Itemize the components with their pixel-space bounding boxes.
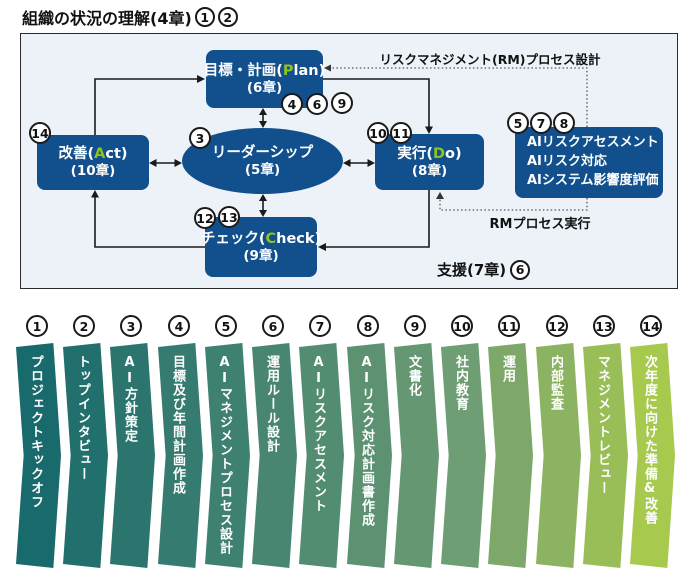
- step-label-4: 目標及び年間計画作成: [170, 355, 185, 495]
- step-label-11: 運用: [500, 355, 515, 383]
- title-badge-2: 2: [217, 7, 238, 27]
- arrowhead-dotted-into-plan-right: [324, 64, 331, 72]
- support-label-group: 支援(7章) 6: [437, 259, 531, 280]
- dotted-rm-design-line: [330, 67, 588, 127]
- step-label-9: 文書化: [406, 355, 421, 397]
- arrowhead-into-act-bottom: [91, 190, 99, 198]
- step-label-2: トップインタビュー: [75, 355, 90, 481]
- step-num-12: 12: [546, 315, 568, 337]
- arrow-check-to-act-line: [94, 196, 205, 248]
- plan-node: 目標・計画(Plan) (6章): [203, 50, 326, 108]
- arrow-act-to-plan-line: [94, 78, 199, 135]
- do-label: 実行(Do): [397, 145, 462, 162]
- title-badge-1: 1: [194, 7, 215, 27]
- badge-9: 9: [331, 92, 353, 114]
- arrowhead-into-check-right: [318, 243, 326, 251]
- step-num-11: 11: [498, 315, 520, 337]
- step-label-7: AIリスクアセスメント: [311, 355, 326, 513]
- step-num-13: 13: [593, 315, 615, 337]
- arrow-plan-to-do-line: [323, 78, 430, 129]
- badge-3: 3: [189, 127, 211, 149]
- arrowhead-into-plan-left: [197, 75, 205, 83]
- arrowhead-into-leadership-right: [343, 159, 351, 167]
- do-node: 実行(Do) (8章): [375, 134, 484, 190]
- page-title: 組織の状況の理解(4章) 1 2: [22, 5, 238, 29]
- arrowhead-into-do-left: [367, 159, 375, 167]
- step-label-12: 内部監査: [548, 355, 563, 411]
- arrow-do-to-check-line: [324, 190, 430, 248]
- step-banner-2: トップインタビュー: [63, 343, 108, 568]
- plan-chapter: (6章): [246, 79, 283, 96]
- step-label-6: 運用ルール設計: [264, 355, 279, 453]
- act-chapter: (10章): [70, 163, 116, 180]
- badge-10: 10: [367, 122, 389, 144]
- step-num-1: 1: [26, 315, 48, 337]
- arrowhead-into-plan-bottom: [259, 108, 267, 115]
- step-num-5: 5: [215, 315, 237, 337]
- badge-11: 11: [390, 122, 412, 144]
- check-label: チェック(Check): [200, 230, 322, 247]
- step-label-1: プロジェクトキックオフ: [28, 355, 43, 509]
- step-num-4: 4: [168, 315, 190, 337]
- step-num-3: 3: [120, 315, 142, 337]
- act-node: 改善(Act) (10章): [37, 135, 149, 190]
- arrowhead-into-check-top: [259, 210, 267, 217]
- step-label-5: AIマネジメントプロセス設計: [217, 355, 232, 555]
- arrowhead-into-leadership-bottom: [259, 194, 267, 201]
- ai-risk-box: AIリスクアセスメント AIリスク対応 AIシステム影響度評価: [515, 127, 663, 198]
- step-num-8: 8: [357, 315, 379, 337]
- page-title-text: 組織の状況の理解(4章): [22, 9, 192, 28]
- step-banner-8: AIリスク対応計画書作成: [347, 343, 392, 568]
- badge-support-6: 6: [510, 259, 531, 280]
- badge-5: 5: [507, 112, 529, 134]
- rm-exec-label: RMプロセス実行: [489, 217, 591, 232]
- badge-7: 7: [530, 112, 552, 134]
- badge-13: 13: [218, 206, 240, 228]
- badge-6: 6: [306, 93, 328, 115]
- arrowhead-dotted-into-do-bottom: [436, 192, 444, 199]
- badge-4: 4: [281, 93, 303, 115]
- badge-8: 8: [553, 112, 575, 134]
- step-banner-4: 目標及び年間計画作成: [158, 343, 203, 568]
- rm-design-label: リスクマネジメント(RM)プロセス設計: [379, 52, 601, 67]
- plan-label: 目標・計画(Plan): [203, 62, 326, 79]
- leadership-label: リーダーシップ: [211, 144, 314, 161]
- arrowhead-into-act-right: [149, 159, 157, 167]
- ai-risk-line-3: AIシステム影響度評価: [527, 172, 659, 188]
- arrowhead-into-leadership-left: [174, 159, 182, 167]
- arrowhead-into-do-top: [425, 126, 433, 134]
- dotted-rm-exec-line: [439, 198, 588, 211]
- arrowhead-into-leadership-top: [259, 121, 267, 128]
- step-label-8: AIリスク対応計画書作成: [359, 355, 374, 527]
- step-num-14: 14: [640, 315, 662, 337]
- support-label: 支援(7章): [437, 261, 507, 279]
- step-label-3: AI方針策定: [122, 355, 137, 443]
- ai-risk-line-1: AIリスクアセスメント: [527, 135, 659, 151]
- step-label-14: 次年度に向けた準備&改善: [642, 355, 657, 525]
- step-num-9: 9: [404, 315, 426, 337]
- step-num-2: 2: [73, 315, 95, 337]
- badge-12: 12: [194, 207, 216, 229]
- ai-risk-line-2: AIリスク対応: [527, 154, 607, 170]
- check-chapter: (9章): [243, 247, 279, 264]
- step-num-6: 6: [262, 315, 284, 337]
- step-label-10: 社内教育: [453, 355, 468, 411]
- act-label: 改善(Act): [58, 146, 128, 162]
- step-num-7: 7: [309, 315, 331, 337]
- leadership-chapter: (5章): [244, 161, 281, 178]
- do-chapter: (8章): [411, 162, 448, 179]
- step-num-10: 10: [451, 315, 473, 337]
- step-label-13: マネジメントレビュー: [595, 355, 610, 495]
- badge-14: 14: [29, 122, 51, 144]
